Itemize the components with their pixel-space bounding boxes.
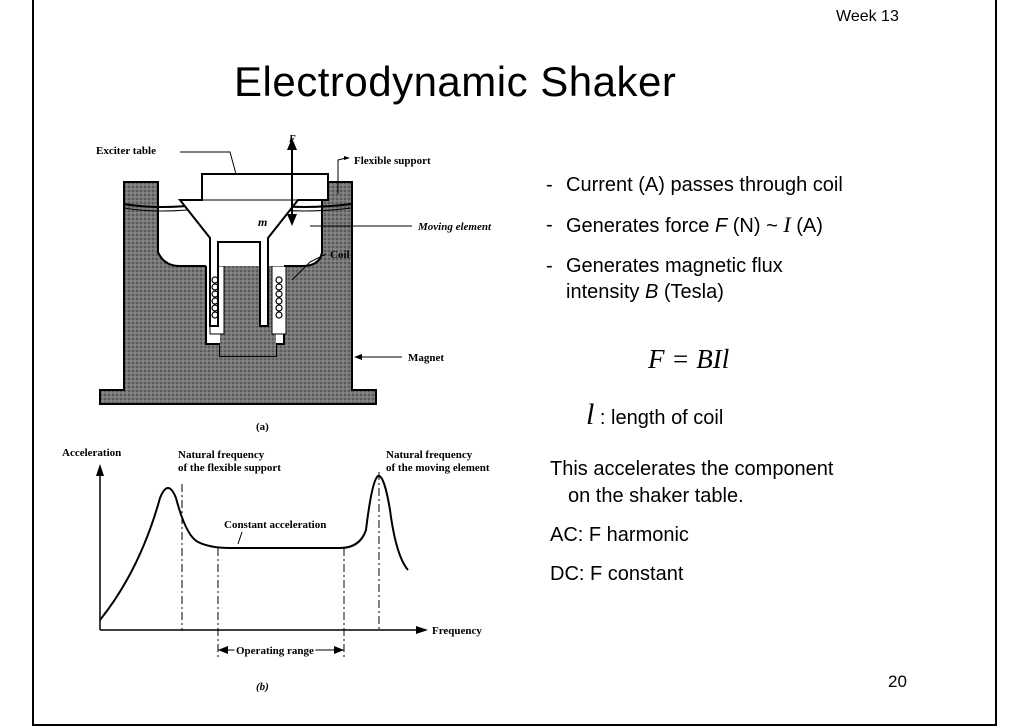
label-flexible-support: Flexible support bbox=[354, 155, 431, 167]
paragraph-accelerates: This accelerates the component on the sh… bbox=[550, 458, 834, 507]
response-curve bbox=[99, 474, 409, 621]
label-mass: m bbox=[258, 215, 267, 229]
page-number: 20 bbox=[888, 672, 907, 691]
paragraph-ac: AC: F harmonic bbox=[550, 524, 689, 546]
label-nf-moving-1: Natural frequency bbox=[386, 449, 473, 461]
label-acceleration: Acceleration bbox=[62, 447, 121, 459]
bullet-marker: - bbox=[546, 255, 553, 277]
force-equation: F = BIl bbox=[648, 344, 730, 374]
label-nf-support-2: of the flexible support bbox=[178, 462, 281, 474]
label-frequency: Frequency bbox=[432, 625, 482, 637]
label-nf-moving-2: of the moving element bbox=[386, 462, 490, 474]
l-definition: l : length of coil bbox=[586, 398, 724, 431]
moving-element bbox=[177, 173, 329, 327]
coil-windings bbox=[211, 276, 283, 319]
label-force-dir: F bbox=[288, 134, 296, 145]
bullet-flux: - Generates magnetic flux intensity B (T… bbox=[546, 255, 783, 303]
slide-frame bbox=[32, 0, 997, 726]
label-coil: Coil bbox=[330, 249, 350, 261]
bullet-marker: - bbox=[546, 214, 553, 236]
paragraph-dc: DC: F constant bbox=[550, 563, 684, 585]
caption-b: (b) bbox=[256, 681, 269, 693]
bullet-list: - Current (A) passes through coil - Gene… bbox=[536, 172, 946, 319]
caption-a: (a) bbox=[256, 421, 269, 433]
label-constant-acceleration: Constant acceleration bbox=[224, 519, 326, 531]
frequency-response-plot: Acceleration Natural frequency of the fl… bbox=[62, 447, 490, 693]
bullet-force: - Generates force F (N) ~ I (A) bbox=[546, 212, 823, 237]
shaker-figure: Exciter table Flexible support F m Movin… bbox=[60, 130, 510, 705]
shaker-cross-section: Exciter table Flexible support F m Movin… bbox=[96, 134, 492, 433]
label-magnet: Magnet bbox=[408, 352, 444, 364]
bullet-current: - Current (A) passes through coil bbox=[546, 174, 843, 196]
explanation-text: This accelerates the component on the sh… bbox=[550, 456, 950, 600]
week-label: Week 13 bbox=[836, 8, 899, 25]
label-exciter-table: Exciter table bbox=[96, 145, 156, 157]
slide-title: Electrodynamic Shaker bbox=[234, 58, 677, 105]
label-nf-support-1: Natural frequency bbox=[178, 449, 265, 461]
bullet-marker: - bbox=[546, 174, 553, 196]
label-operating-range: Operating range bbox=[236, 645, 314, 657]
label-moving-element: Moving element bbox=[417, 221, 492, 233]
